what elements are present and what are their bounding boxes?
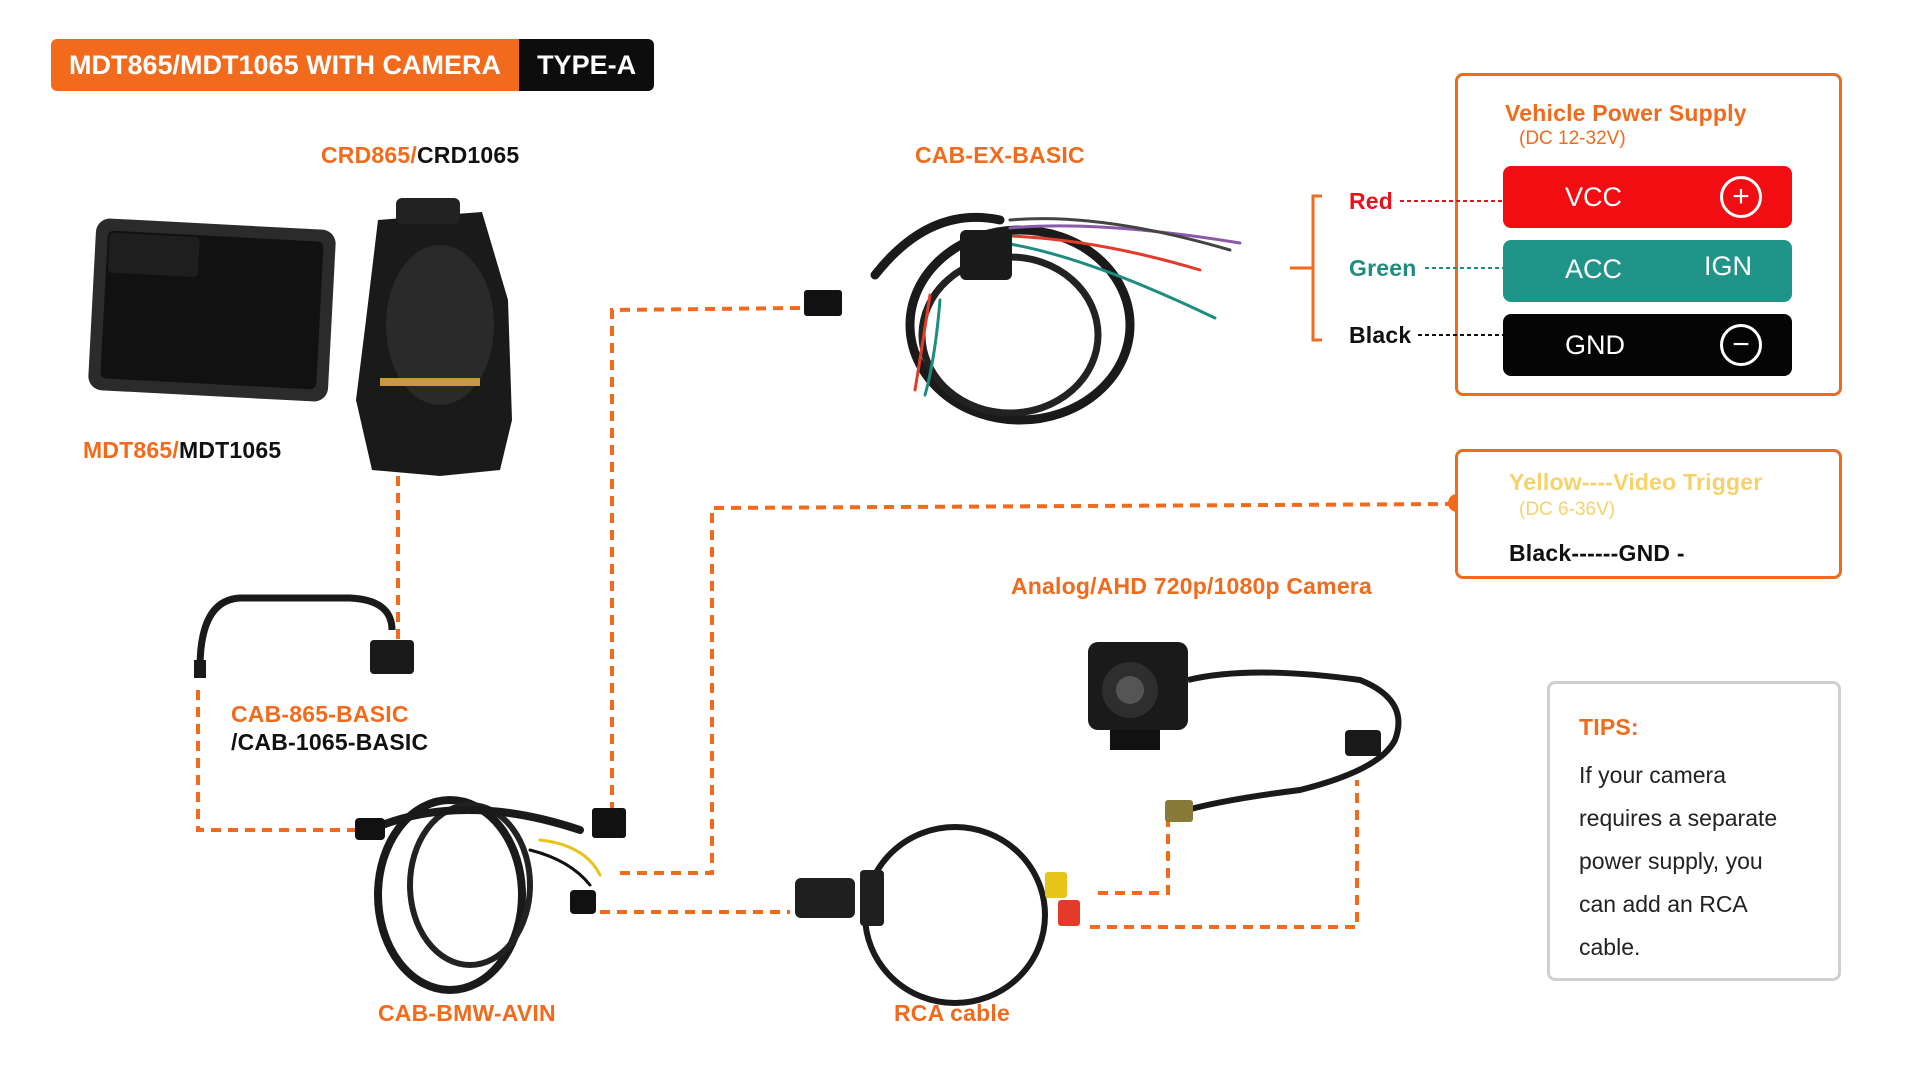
video-trigger-title: Yellow----Video Trigger [1509, 469, 1763, 495]
power-supply-title: Vehicle Power Supply [1505, 100, 1747, 126]
cradle-label: CRD865/CRD1065 [321, 142, 520, 168]
tablet-illustration [88, 218, 336, 402]
cab-bmw-avin-label: CAB-BMW-AVIN [378, 1000, 556, 1026]
tips-box: TIPS: If your camera requires a separate… [1547, 681, 1841, 981]
cab-bmw-avin-illustration [355, 796, 626, 994]
wire-label-red: Red [1349, 188, 1394, 214]
tips-title: TIPS: [1579, 714, 1639, 740]
power-row-gnd: GND − [1503, 314, 1792, 376]
tablet-label: MDT865/MDT1065 [83, 437, 282, 463]
tips-body: If your camera requires a separate power… [1579, 754, 1777, 969]
connector-cab865-to-bmw [196, 690, 355, 832]
title-bar: MDT865/MDT1065 WITH CAMERA TYPE-A [51, 39, 655, 91]
connector-bmw-to-cabex [610, 306, 801, 812]
minus-icon: − [1720, 324, 1762, 366]
camera-illustration [1088, 642, 1402, 822]
acc-text: ACC [1565, 254, 1623, 284]
tips-line: If your camera [1579, 762, 1726, 788]
type-badge: TYPE-A [519, 39, 655, 91]
connector-rca-to-camera-power [1090, 780, 1359, 929]
video-trigger-box: Yellow----Video Trigger (DC 6-36V) Black… [1455, 449, 1842, 579]
tips-line: requires a separate [1579, 805, 1778, 831]
connector-rca-to-camera-video [1098, 818, 1170, 895]
rca-cable-label: RCA cable [894, 1000, 1010, 1026]
power-bracket [1290, 194, 1322, 342]
power-row-acc: ACC IGN [1503, 240, 1792, 302]
cab-ex-basic-label: CAB-EX-BASIC [915, 142, 1085, 168]
rca-cable-illustration [795, 824, 1080, 1006]
tips-line: cable. [1579, 934, 1641, 960]
cradle-illustration [356, 198, 512, 476]
cab-865-basic-label: CAB-865-BASIC [231, 701, 409, 727]
cab-865-basic-illustration [194, 594, 414, 678]
power-row-vcc: VCC + [1503, 166, 1792, 228]
power-supply-subtitle: (DC 12-32V) [1519, 128, 1626, 149]
video-trigger-subtitle: (DC 6-36V) [1519, 499, 1616, 520]
cab-1065-basic-label: /CAB-1065-BASIC [231, 729, 429, 755]
wire-label-black: Black [1349, 322, 1412, 348]
connector-bmw-to-trigger [620, 502, 1456, 875]
cab-ex-basic-illustration [804, 212, 1242, 425]
tips-line: power supply, you [1579, 848, 1763, 874]
connector-lines [196, 306, 1456, 929]
plus-icon: + [1720, 176, 1762, 218]
ign-text: IGN [1703, 251, 1752, 281]
tips-line: can add an RCA [1579, 891, 1748, 917]
video-trigger-gnd: Black------GND - [1509, 540, 1685, 566]
gnd-text: GND [1565, 329, 1625, 360]
wire-label-green: Green [1349, 255, 1417, 281]
camera-label: Analog/AHD 720p/1080p Camera [1011, 573, 1372, 599]
diagram-title: MDT865/MDT1065 WITH CAMERA [51, 39, 520, 91]
vcc-text: VCC [1565, 181, 1623, 212]
